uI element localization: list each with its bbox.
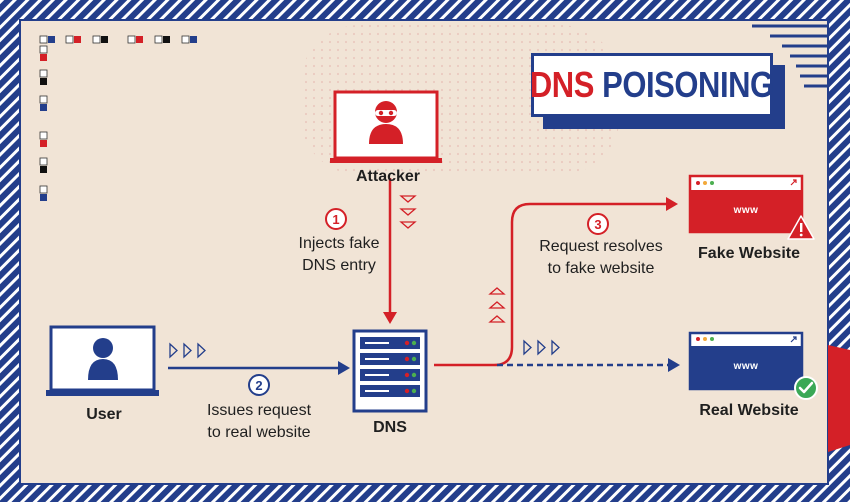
fake-website-browser-icon	[688, 174, 804, 234]
title-dns: DNS	[530, 64, 595, 105]
caption-line: Injects fake	[298, 235, 380, 252]
attacker-laptop-icon	[330, 90, 442, 163]
right-chevrons-real-decoration	[523, 339, 560, 356]
down-chevrons-decoration	[399, 195, 417, 229]
attacker-label: Attacker	[355, 168, 421, 185]
dns-to-real-website-arrow	[497, 358, 680, 372]
step-2-caption: Issues request to real website	[190, 400, 328, 444]
step-badge-1: 1	[325, 208, 347, 230]
user-laptop-icon	[46, 325, 159, 396]
user-label: User	[86, 406, 122, 423]
step-number: 2	[255, 378, 262, 393]
corner-accent	[828, 345, 850, 452]
right-chevrons-user-decoration	[169, 342, 206, 359]
warning-icon	[787, 215, 815, 240]
title-text: DNS POISONING	[530, 64, 774, 106]
real-website-label: Real Website	[699, 402, 799, 419]
dns-label: DNS	[373, 419, 407, 436]
user-to-dns-arrow	[168, 361, 350, 375]
caption-line: to real website	[207, 424, 311, 441]
lines-decoration	[752, 24, 828, 88]
fake-website-label: Fake Website	[698, 245, 800, 262]
title-poisoning: POISONING	[602, 64, 774, 105]
step-number: 1	[332, 212, 339, 227]
caption-line: to fake website	[547, 260, 655, 277]
color-squares-decoration	[39, 35, 197, 201]
step-1-caption: Injects fake DNS entry	[276, 233, 402, 277]
up-chevrons-decoration	[488, 287, 506, 323]
fake-website-url: www	[733, 205, 759, 216]
dns-server-icon	[352, 329, 428, 413]
step-badge-2: 2	[248, 374, 270, 396]
real-website-browser-icon	[688, 331, 804, 391]
caption-line: DNS entry	[302, 257, 376, 274]
check-icon	[794, 376, 818, 400]
caption-line: Request resolves	[539, 238, 663, 255]
real-website-url: www	[733, 361, 759, 372]
step-3-caption: Request resolves to fake website	[525, 236, 677, 280]
page-title: DNS POISONING	[530, 53, 774, 117]
step-number: 3	[594, 217, 601, 232]
caption-line: Issues request	[206, 402, 312, 419]
step-badge-3: 3	[587, 213, 609, 235]
attacker-to-dns-arrow	[383, 178, 397, 324]
